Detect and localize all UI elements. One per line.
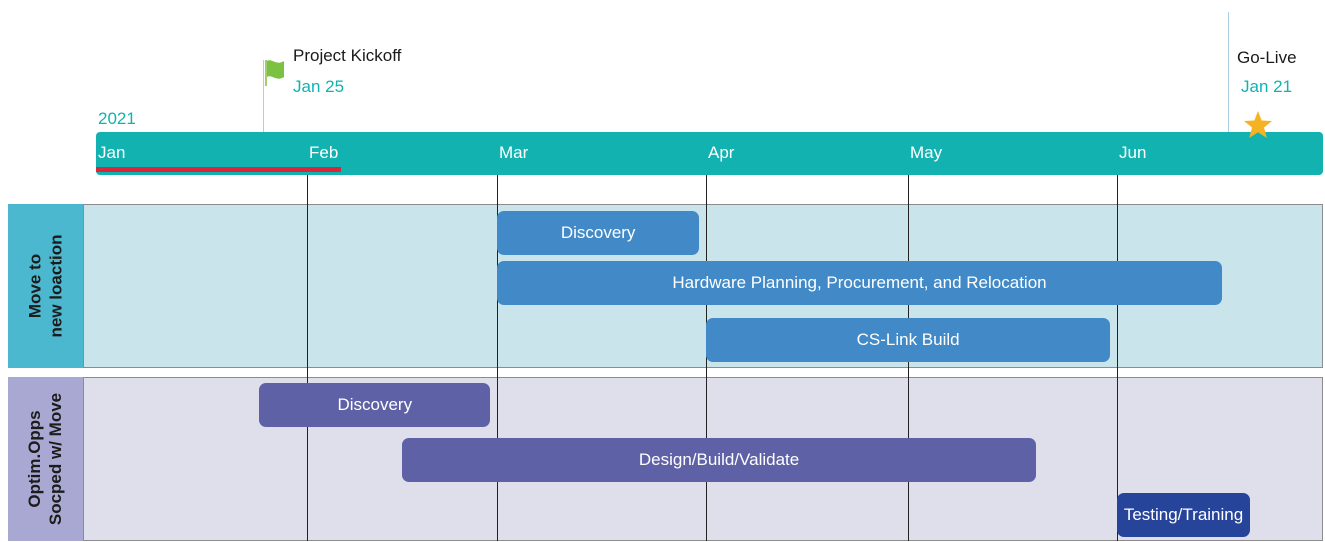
grid-line-jun bbox=[1117, 175, 1118, 541]
milestone-line-golive bbox=[1228, 12, 1229, 132]
grid-line-feb bbox=[307, 175, 308, 541]
month-label-jun: Jun bbox=[1119, 143, 1147, 162]
flag-shape bbox=[267, 60, 284, 79]
month-label-mar: Mar bbox=[499, 143, 529, 162]
task-bar-cs-link-build[interactable]: CS-Link Build bbox=[706, 318, 1111, 362]
flag-icon-svg bbox=[265, 60, 284, 86]
swimlane-label-move-line1: Move to bbox=[25, 253, 45, 319]
month-label-apr: Apr bbox=[708, 143, 735, 162]
milestone-date-kickoff: Jan 25 bbox=[293, 77, 345, 96]
milestone-title-kickoff: Project Kickoff bbox=[293, 46, 402, 65]
swimlane-label-optim: Optim.Opps Socped w/ Move bbox=[25, 393, 67, 525]
month-label-jan: Jan bbox=[98, 143, 126, 162]
star-shape bbox=[1244, 111, 1272, 138]
swimlane-label-optim-line1: Optim.Opps bbox=[25, 410, 45, 508]
swimlane-label-move: Move to new loaction bbox=[25, 235, 67, 338]
flag-icon bbox=[264, 58, 290, 93]
star-icon-svg bbox=[1244, 111, 1272, 138]
swimlane-tab-move: Move to new loaction bbox=[8, 204, 83, 368]
task-bar-design-build-validate[interactable]: Design/Build/Validate bbox=[402, 438, 1037, 482]
star-icon bbox=[1243, 110, 1273, 145]
month-label-may: May bbox=[910, 143, 943, 162]
month-label-feb: Feb bbox=[309, 143, 339, 162]
milestone-line-kickoff bbox=[263, 60, 264, 132]
task-bar-testing-training[interactable]: Testing/Training bbox=[1117, 493, 1250, 537]
progress-line bbox=[96, 167, 341, 172]
swimlane-tab-optim: Optim.Opps Socped w/ Move bbox=[8, 377, 83, 541]
milestone-title-golive: Go-Live bbox=[1237, 48, 1297, 67]
year-label: 2021 bbox=[98, 109, 136, 128]
task-bar-move-discovery[interactable]: Discovery bbox=[497, 211, 700, 255]
milestone-date-golive: Jan 21 bbox=[1241, 77, 1293, 96]
grid-line-mar bbox=[497, 175, 498, 541]
swimlane-label-move-line2: new loaction bbox=[46, 234, 66, 338]
swimlane-label-optim-line2: Socped w/ Move bbox=[46, 392, 66, 526]
task-bar-hardware-planning[interactable]: Hardware Planning, Procurement, and Relo… bbox=[497, 261, 1222, 305]
task-bar-optim-discovery[interactable]: Discovery bbox=[259, 383, 491, 427]
